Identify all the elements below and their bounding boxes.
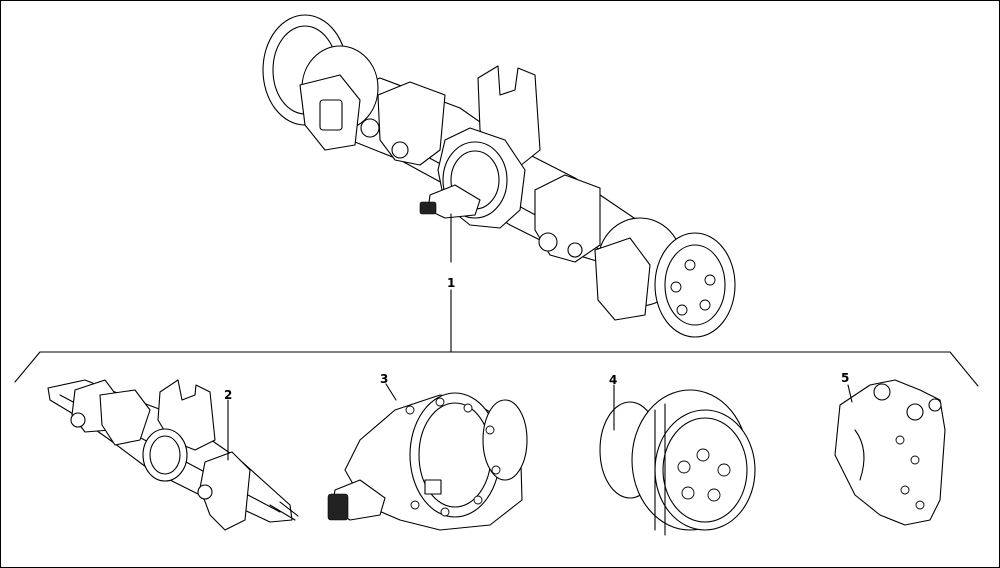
leader-line-5	[847, 384, 853, 403]
wheel-hub-part	[599, 389, 756, 536]
leader-line-3	[385, 383, 397, 401]
callout-2: 2	[224, 388, 233, 402]
brake-caliper-part	[834, 379, 946, 526]
callout-4: 4	[609, 373, 618, 387]
axle-housing-part	[47, 379, 299, 531]
exploded-view-bracket	[14, 351, 979, 387]
differential-part	[327, 392, 528, 531]
callout-3: 3	[380, 372, 389, 386]
callout-1: 1	[447, 276, 456, 290]
assembled-axle	[262, 14, 736, 338]
callout-5: 5	[841, 371, 850, 385]
